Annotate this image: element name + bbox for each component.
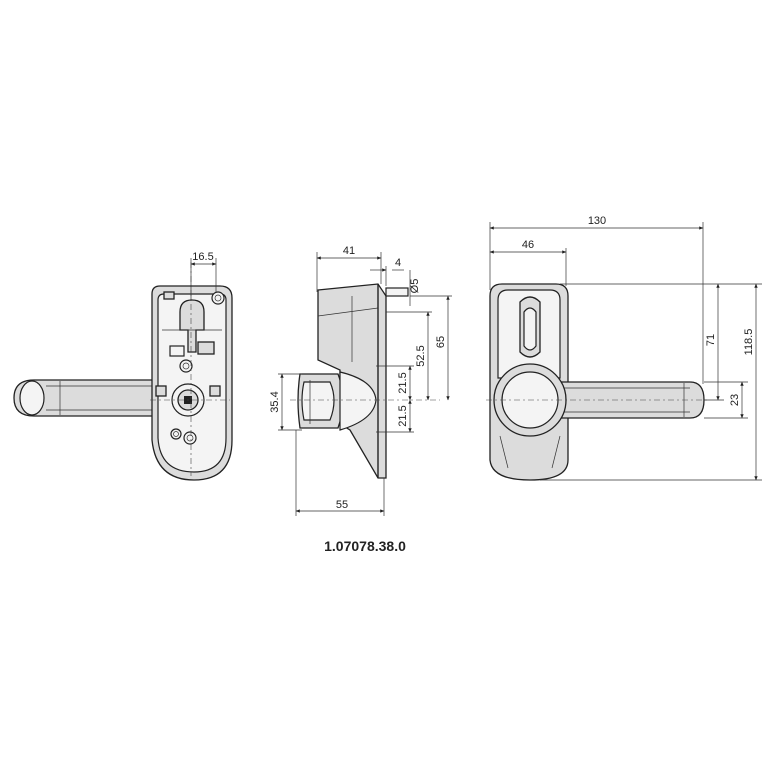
side-pin: [385, 287, 409, 297]
side-view: 41 4 Ø5 52.5 65 21.5: [269, 245, 452, 516]
dim-label: 4: [395, 257, 401, 269]
front-view: 16.5: [13, 251, 233, 481]
dim-label: 21.5: [397, 372, 409, 393]
front-cylinder-cutout: [162, 299, 222, 357]
part-number: 1.07078.38.0: [324, 538, 406, 554]
side-dimension-41: 41: [316, 245, 382, 292]
dim-label: 71: [705, 334, 717, 346]
top-dimension-46: 46: [489, 239, 567, 286]
side-dimension-4: 4: [370, 257, 404, 286]
front-dimension-16-5: 16.5: [190, 251, 217, 300]
dim-label: 52.5: [415, 345, 427, 366]
side-dimension-35-4: 35.4: [269, 373, 302, 431]
dim-label: 21.5: [397, 405, 409, 426]
dim-label: 46: [522, 239, 534, 251]
side-knob: [297, 371, 377, 431]
dim-label: 55: [336, 499, 348, 511]
front-handle-lever: [13, 379, 163, 417]
side-dimension-dia-5: Ø5: [409, 270, 421, 306]
side-dimension-65: 65: [410, 295, 452, 401]
side-dimension-52-5: 52.5: [386, 311, 432, 401]
top-dimension-118-5: 118.5: [540, 283, 762, 481]
front-screw-holes: [163, 291, 225, 445]
dim-label: 41: [343, 245, 355, 257]
side-dimension-21-5-lower: 21.5: [376, 399, 414, 433]
side-dimension-55: 55: [295, 430, 385, 516]
dim-label: 118.5: [743, 329, 755, 356]
dim-label: 65: [435, 336, 447, 348]
dim-label: 35.4: [269, 391, 281, 412]
top-view: 130 46 71 118.5 23: [486, 215, 762, 481]
top-dimension-71: 71: [560, 283, 724, 401]
top-dimension-23: 23: [704, 381, 748, 419]
top-dimension-130: 130: [489, 215, 704, 384]
dim-label: 23: [729, 394, 741, 406]
side-dimension-21-5-upper: 21.5: [376, 365, 414, 401]
dim-label: Ø5: [409, 279, 421, 294]
dim-label: 16.5: [192, 251, 213, 263]
dim-label: 130: [588, 215, 606, 227]
